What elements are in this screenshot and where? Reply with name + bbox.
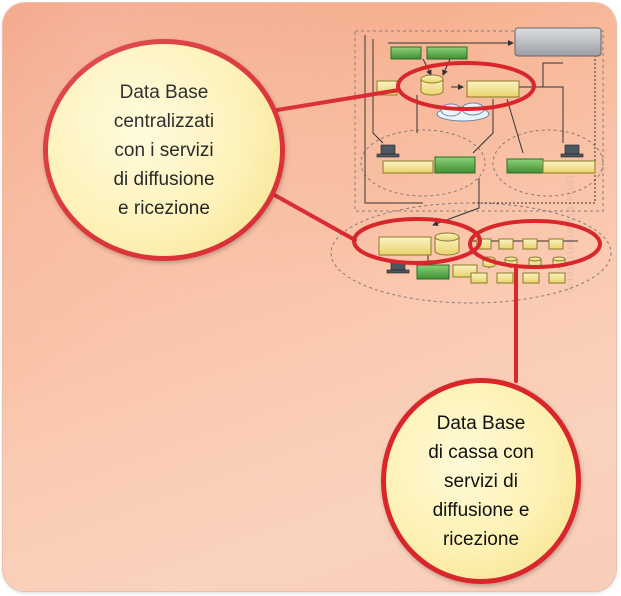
server-node xyxy=(514,27,602,57)
callout-cash-database: Data Base di cassa con servizi di diffus… xyxy=(381,378,581,584)
computer-icon xyxy=(376,144,584,274)
dashed-boundaries xyxy=(330,30,612,304)
yellow-nodes xyxy=(376,80,596,284)
callout-central-database: Data Base centralizzati con i servizi di… xyxy=(43,39,285,261)
callout-line: Data Base xyxy=(119,81,209,103)
cloud-icon xyxy=(436,102,490,122)
callout-line: di cassa con xyxy=(428,441,534,463)
network-diagram: 0110101100101110101001 xyxy=(251,27,612,383)
callout-line: ricezione xyxy=(442,528,520,550)
highlight-rings xyxy=(352,61,602,269)
callout-line: Data Base xyxy=(436,412,526,434)
callout-line: e ricezione xyxy=(118,197,210,219)
callout-line: di diffusione xyxy=(113,168,215,190)
callout-line: con i servizi xyxy=(114,139,214,161)
callout-line: servizi di xyxy=(444,470,518,492)
svg-text:0110101100101110101001: 0110101100101110101001 xyxy=(566,174,576,293)
callout-line: diffusione e xyxy=(432,499,530,521)
slide-frame: 0110101100101110101001 xyxy=(3,3,616,591)
callout-line: centralizzati xyxy=(113,110,215,132)
binary-watermark: 0110101100101110101001 xyxy=(566,174,576,293)
green-nodes xyxy=(390,46,544,280)
